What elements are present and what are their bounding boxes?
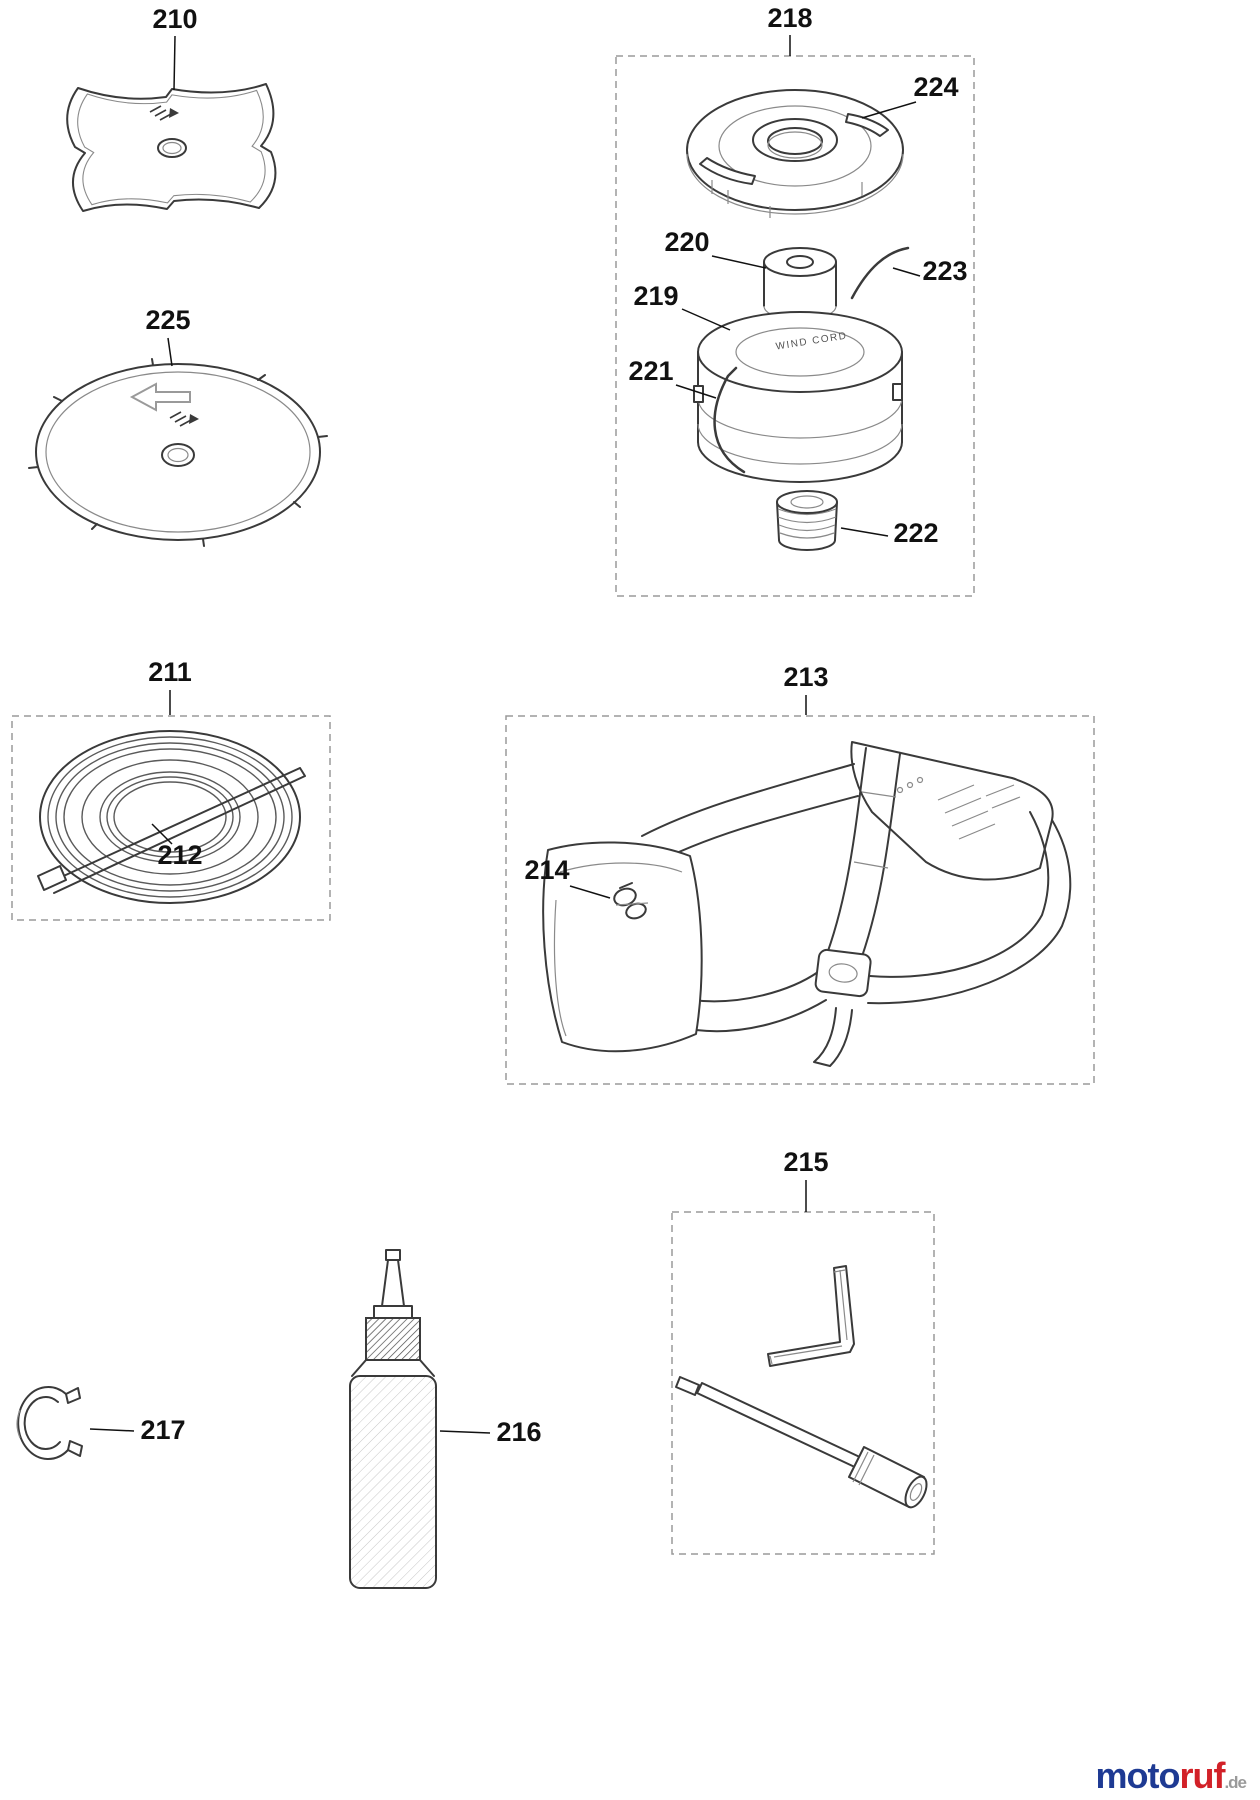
leader-219: [681, 308, 731, 331]
spool-body-219: WIND CORD 219: [633, 281, 903, 483]
logo-text-ruf: ruf: [1179, 1755, 1225, 1796]
wrench-tip: [675, 1376, 700, 1396]
callout-224: 224: [913, 72, 958, 102]
callout-216: 216: [496, 1417, 541, 1447]
callout-211: 211: [148, 657, 192, 687]
box-harness-213: [505, 715, 1095, 1085]
spool-cover-224: 224: [686, 72, 959, 218]
hip-pad: [542, 841, 703, 1053]
leader-216: [439, 1430, 491, 1434]
bottle-cap: [365, 1317, 421, 1361]
part-225-eight-tooth-blade: 225: [28, 305, 328, 547]
callout-213: 213: [783, 662, 828, 692]
box-head-assembly-218: [615, 55, 975, 597]
blade-teeth: [28, 358, 328, 547]
bottle-nozzle: [381, 1259, 405, 1307]
callout-223: 223: [922, 256, 967, 286]
callout-218: 218: [767, 3, 812, 33]
coil-center-hole: [113, 781, 227, 853]
logo-text-tld: .de: [1224, 1773, 1247, 1792]
plate-vent-slots: [896, 776, 1021, 840]
group-boxes: [11, 55, 1095, 1555]
part-216-oil-bottle: 216: [349, 1249, 542, 1589]
callout-215: 215: [783, 1147, 828, 1177]
callout-210: 210: [152, 4, 197, 34]
shoulder-straps: [641, 747, 1072, 1067]
callout-214: 214: [524, 855, 569, 885]
bottle-tip-cap: [385, 1249, 401, 1261]
harness-clip-214: 214: [524, 855, 649, 920]
line-end-221: 221: [628, 356, 746, 474]
logo-text-moto: moto: [1095, 1755, 1180, 1796]
leader-221: [675, 384, 717, 399]
coil-outer: [39, 730, 301, 904]
part-218-trimmer-head: 218 224 220: [628, 3, 968, 551]
retainer-nut-222: 222: [776, 490, 939, 551]
leader-225: [167, 337, 173, 367]
callout-217: 217: [140, 1415, 185, 1445]
spool-top: [697, 311, 903, 393]
leader-223: [892, 267, 921, 277]
leader-220: [711, 255, 767, 269]
coil-ring: [99, 771, 241, 863]
coil-strap: [37, 767, 306, 894]
callout-221: 221: [628, 356, 673, 386]
part-210-four-tooth-blade: 210: [66, 4, 277, 212]
bottle-body: [349, 1375, 437, 1589]
leader-210: [173, 35, 176, 91]
coil-ring: [106, 776, 234, 858]
line-eyelet-right: [892, 383, 903, 401]
callout-225: 225: [145, 305, 190, 335]
box-line-coil-211: [11, 715, 331, 921]
callout-212: 212: [157, 840, 202, 870]
part-213-harness: 213 214: [524, 662, 1072, 1067]
part-217-spring-clip: 217: [16, 1386, 186, 1460]
nut-hole: [790, 495, 824, 509]
leader-212: [151, 823, 173, 845]
hub-hole: [786, 255, 814, 269]
coil-ring: [47, 736, 293, 898]
nut-top: [776, 490, 838, 514]
direction-arrow-icon: [129, 382, 191, 412]
coil-ring: [63, 748, 277, 886]
callout-220: 220: [664, 227, 709, 257]
leader-214: [569, 885, 611, 899]
bottle-collar: [373, 1305, 413, 1319]
coil-ring: [81, 759, 259, 875]
wrench-shaft: [696, 1382, 865, 1470]
leader-224: [861, 101, 917, 119]
t-wrench: [675, 1376, 928, 1509]
arbor-hole-inner: [167, 447, 189, 463]
cap-slot-left: [699, 157, 756, 185]
arbor-hole: [161, 443, 195, 467]
spool-hub-220: 220: [664, 227, 837, 321]
hex-key: [767, 1265, 855, 1367]
blade-inner-line: [45, 371, 311, 533]
cap-center-hole: [767, 127, 823, 155]
back-plate: [850, 741, 1054, 881]
line-end-223: 223: [850, 246, 968, 300]
box-tools-215: [671, 1211, 935, 1555]
leader-217: [89, 1428, 135, 1432]
callout-219: 219: [633, 281, 678, 311]
arbor-hole-inner: [162, 141, 182, 155]
motoruf-logo[interactable]: motoruf.de: [1095, 1755, 1247, 1796]
harness-buckle: [814, 948, 872, 998]
strap-buckle: [37, 865, 67, 891]
callout-222: 222: [893, 518, 938, 548]
leader-222: [840, 527, 889, 537]
cap-slot-right: [845, 113, 889, 137]
part-215-tool-kit: 215: [675, 1147, 928, 1509]
arbor-hole: [157, 138, 187, 158]
part-211-line-coil: 212 211: [37, 657, 306, 904]
coil-ring: [55, 742, 285, 892]
